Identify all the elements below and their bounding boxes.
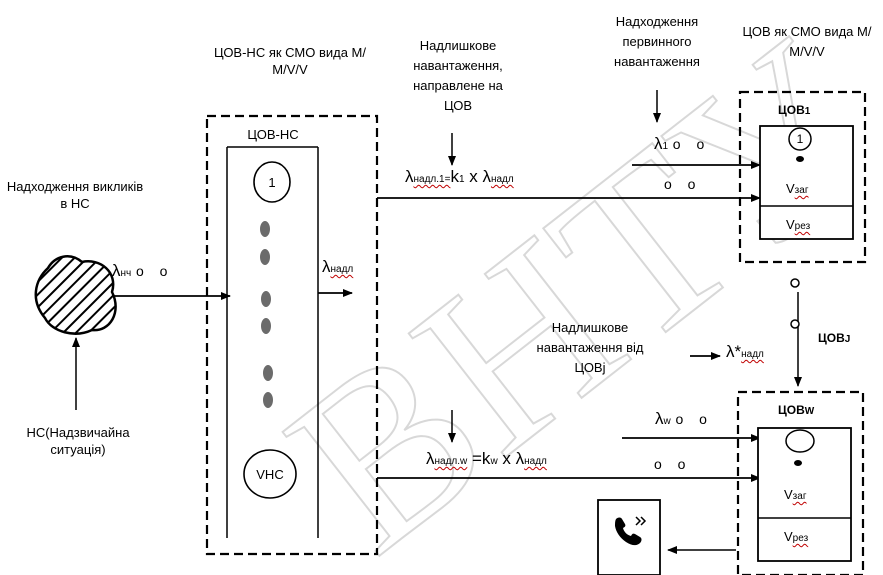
queue-dots: o o <box>673 136 710 152</box>
covw-v-rez-sub: рез <box>793 533 809 544</box>
server-dot <box>261 318 271 334</box>
lambda-symbol: λ <box>112 261 121 280</box>
covw-title-text: ЦОВ <box>778 403 805 417</box>
server-dot <box>263 392 273 408</box>
formula1-k-sub: 1 <box>459 174 465 185</box>
server-dot <box>260 249 270 265</box>
lambda-symbol: λ <box>322 257 331 276</box>
lambda-nch-label: λнч o o <box>112 262 173 282</box>
covw-v-zag-sub: заг <box>793 491 807 502</box>
cov1-v-rez: Vрез <box>786 216 810 235</box>
lambda-symbol: λ <box>516 449 525 468</box>
primary-incoming-label: Надходження первинного навантаження <box>587 12 727 72</box>
lambda1-sub: 1 <box>663 141 669 152</box>
lambda-symbol: λ <box>405 167 414 186</box>
lambdaw-label: λw o o <box>655 410 713 430</box>
queue-dots-covw: o o <box>654 456 691 473</box>
cov1-title: ЦОВ1 <box>778 102 810 120</box>
covj-title-sub: J <box>845 334 851 345</box>
formula-w-sub: надл.w <box>435 456 468 467</box>
lambda1-label: λ1 o o <box>654 135 710 155</box>
queue-dot <box>791 320 799 328</box>
cov1-v-zag-sub: заг <box>795 185 809 196</box>
covj-title: ЦОВJ <box>818 330 850 348</box>
cov1-dot <box>796 156 804 162</box>
covw-v-zag: Vзаг <box>784 486 806 505</box>
formula-kw-sub: w <box>490 456 497 467</box>
lambda-star-symbol: λ* <box>726 342 741 361</box>
queue-dots: o o <box>675 411 712 427</box>
cov-ns-model-label: ЦОВ-НС як СМО вида М/М/V/V <box>210 44 370 78</box>
server-last-label: VНС <box>246 466 294 483</box>
lambda-nadl-label: λнадл <box>322 258 353 278</box>
ns-incoming-label: Надходження викликів в НС <box>5 178 145 212</box>
formula1-nadl-sub: надл <box>491 174 514 185</box>
lambda-star-label: λ*надл <box>726 343 764 363</box>
formula-w-eq: =k <box>472 449 490 468</box>
covw-title: ЦОВW <box>778 402 814 420</box>
covw-v: V <box>784 529 793 544</box>
ns-source-shape <box>36 256 116 333</box>
lambda-nadl-sub: надл <box>331 264 354 275</box>
covw-dot <box>794 460 802 466</box>
cov1-server-label: 1 <box>792 131 808 148</box>
covj-title-text: ЦОВ <box>818 331 845 345</box>
formula-w-times: x <box>502 449 511 468</box>
cov1-title-sub: 1 <box>805 106 811 117</box>
cov1-v-rez-sub: рез <box>795 221 811 232</box>
queue-dots-cov1: o o <box>664 176 701 193</box>
lambdaw-sub: w <box>664 416 671 427</box>
covw-v-rez: Vрез <box>784 528 808 547</box>
cov1-v-zag: Vзаг <box>786 180 808 199</box>
server-dot <box>261 291 271 307</box>
server-first-label: 1 <box>262 174 282 191</box>
excess-to-cov-label: Надлишкове навантаження, направлене на Ц… <box>398 36 518 116</box>
queue-dot <box>791 279 799 287</box>
lambda-symbol: λ <box>482 167 491 186</box>
server-dot <box>260 221 270 237</box>
excess-from-covj-label: Надлишкове навантаження від ЦОВj <box>520 318 660 378</box>
cov-ns-box-title: ЦОВ-НС <box>223 126 323 143</box>
formula1-times: x <box>469 167 478 186</box>
cov1-v: V <box>786 217 795 232</box>
cov1-v: V <box>786 181 795 196</box>
formula-cov1: λнадл.1=k1 x λнадл <box>405 168 514 188</box>
lambda-symbol: λ <box>426 449 435 468</box>
queue-dots: o o <box>136 263 173 279</box>
covw-title-sub: W <box>805 406 814 417</box>
formula-covw: λнадл.w =kw x λнадл <box>426 450 547 470</box>
lambda-nch-sub: нч <box>121 268 132 279</box>
cov1-title-text: ЦОВ <box>778 103 805 117</box>
formula1-k: k <box>450 167 459 186</box>
covw-v: V <box>784 487 793 502</box>
covw-server <box>786 430 814 452</box>
lambda-symbol: λ <box>655 409 664 428</box>
cov-model-label: ЦОВ як СМО вида М/М/V/V <box>732 22 882 62</box>
lambda-symbol: λ <box>654 134 663 153</box>
lambda-star-sub: надл <box>741 349 764 360</box>
server-dot <box>263 365 273 381</box>
formula-w-nadl-sub: надл <box>524 456 547 467</box>
ns-source-label: НС(Надзвичайна ситуація) <box>8 424 148 458</box>
formula1-sub: надл.1= <box>414 174 451 185</box>
